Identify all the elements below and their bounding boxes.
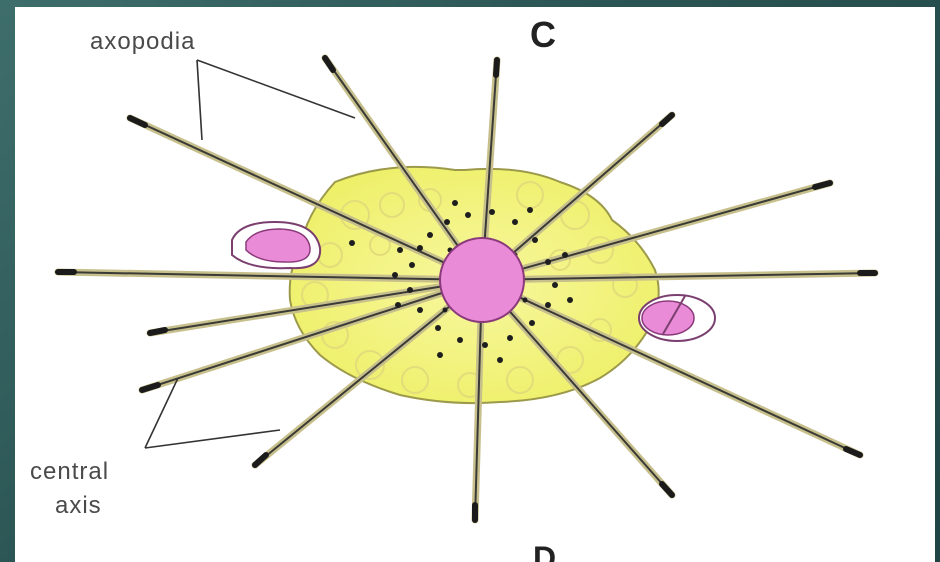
vacuole-right [639,295,715,341]
panel-letter-d: D [533,540,556,562]
central-axis-leader-lines [145,378,280,448]
central-axis-label-line1: central [30,458,109,486]
panel-letter-c: C [530,14,556,56]
vacuole-left [232,222,320,268]
axopodia-label: axopodia [90,28,195,56]
central-axis-label-line2: axis [55,492,102,520]
nucleus [440,238,524,322]
